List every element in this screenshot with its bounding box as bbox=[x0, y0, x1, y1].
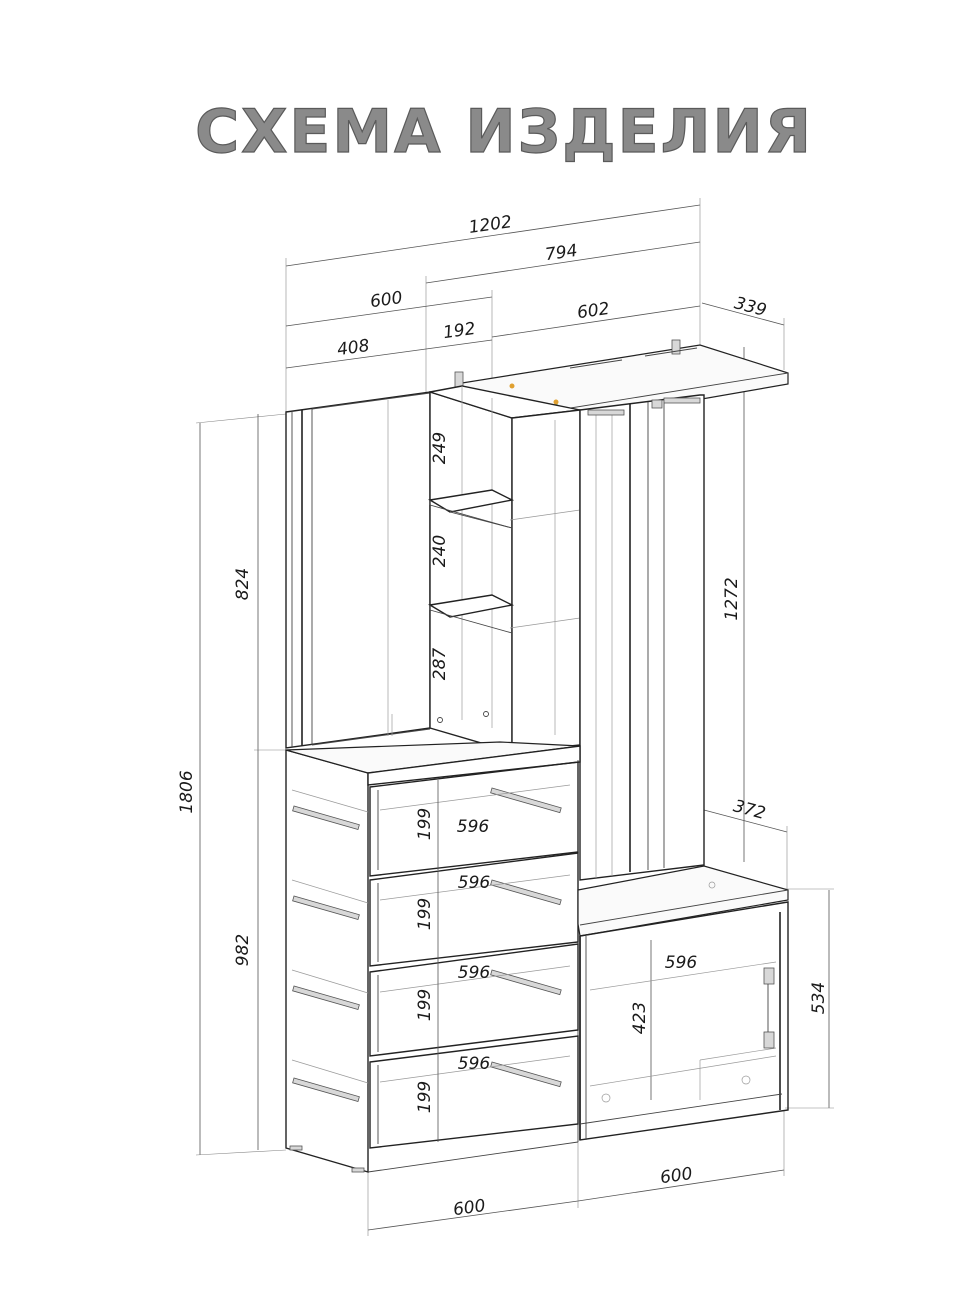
drawer-4 bbox=[369, 1035, 579, 1149]
dim-shelf-gap-bottom: 287 bbox=[430, 648, 450, 681]
dim-bench-height: 534 bbox=[809, 982, 829, 1014]
dim-lower-height: 982 bbox=[233, 934, 253, 966]
dim-mirror-width: 408 bbox=[336, 336, 371, 360]
dim-drawer-width-3: 596 bbox=[458, 963, 491, 983]
drawer-3 bbox=[369, 943, 579, 1057]
dim-top-shelf-depth: 339 bbox=[732, 293, 769, 321]
dim-overall-width: 1202 bbox=[467, 212, 513, 238]
dim-shelf-gap-top: 249 bbox=[430, 432, 450, 464]
bottom-dimension-lines bbox=[367, 1110, 785, 1236]
dim-chest-bottom-width: 600 bbox=[452, 1196, 487, 1220]
dim-drawer-height-3: 199 bbox=[415, 989, 435, 1021]
page-title: СХЕМА ИЗДЕЛИЯ bbox=[195, 97, 813, 167]
drawer-2 bbox=[369, 852, 579, 967]
dim-drawer-width-2: 596 bbox=[458, 873, 491, 893]
dim-bench-bottom-width: 600 bbox=[659, 1164, 694, 1188]
dim-drawer-height-2: 199 bbox=[415, 898, 435, 930]
shelf-unit bbox=[427, 385, 581, 753]
dim-bench-depth: 372 bbox=[731, 796, 768, 824]
orange-marker-icon bbox=[509, 383, 515, 389]
dim-shelf-unit-width: 192 bbox=[442, 319, 477, 343]
dim-drawer-height-4: 199 bbox=[415, 1081, 435, 1113]
dim-drawer-height-1: 199 bbox=[415, 808, 435, 840]
chest-of-drawers bbox=[285, 741, 581, 1173]
dim-hanger-height: 1272 bbox=[722, 577, 742, 620]
dim-drawer-width-1: 596 bbox=[457, 817, 490, 837]
dim-drawer-width-4: 596 bbox=[458, 1054, 491, 1074]
bench-cabinet bbox=[577, 865, 789, 1141]
dim-overall-height: 1806 bbox=[177, 770, 197, 813]
dim-right-section-width: 602 bbox=[576, 299, 611, 323]
orange-marker-icon bbox=[553, 399, 559, 405]
dim-shelf-gap-middle: 240 bbox=[430, 535, 450, 567]
dim-upper-height: 824 bbox=[233, 568, 253, 600]
mirror-panel bbox=[285, 391, 431, 749]
dim-bench-inner-height: 423 bbox=[630, 1002, 650, 1034]
dim-left-module-width: 600 bbox=[369, 288, 404, 312]
dim-bench-cabinet-width: 596 bbox=[665, 953, 698, 973]
top-dimension-lines bbox=[285, 198, 785, 412]
drawer-1 bbox=[369, 761, 579, 877]
dim-upper-section-width: 794 bbox=[544, 241, 579, 265]
hanger-panel bbox=[579, 394, 705, 881]
